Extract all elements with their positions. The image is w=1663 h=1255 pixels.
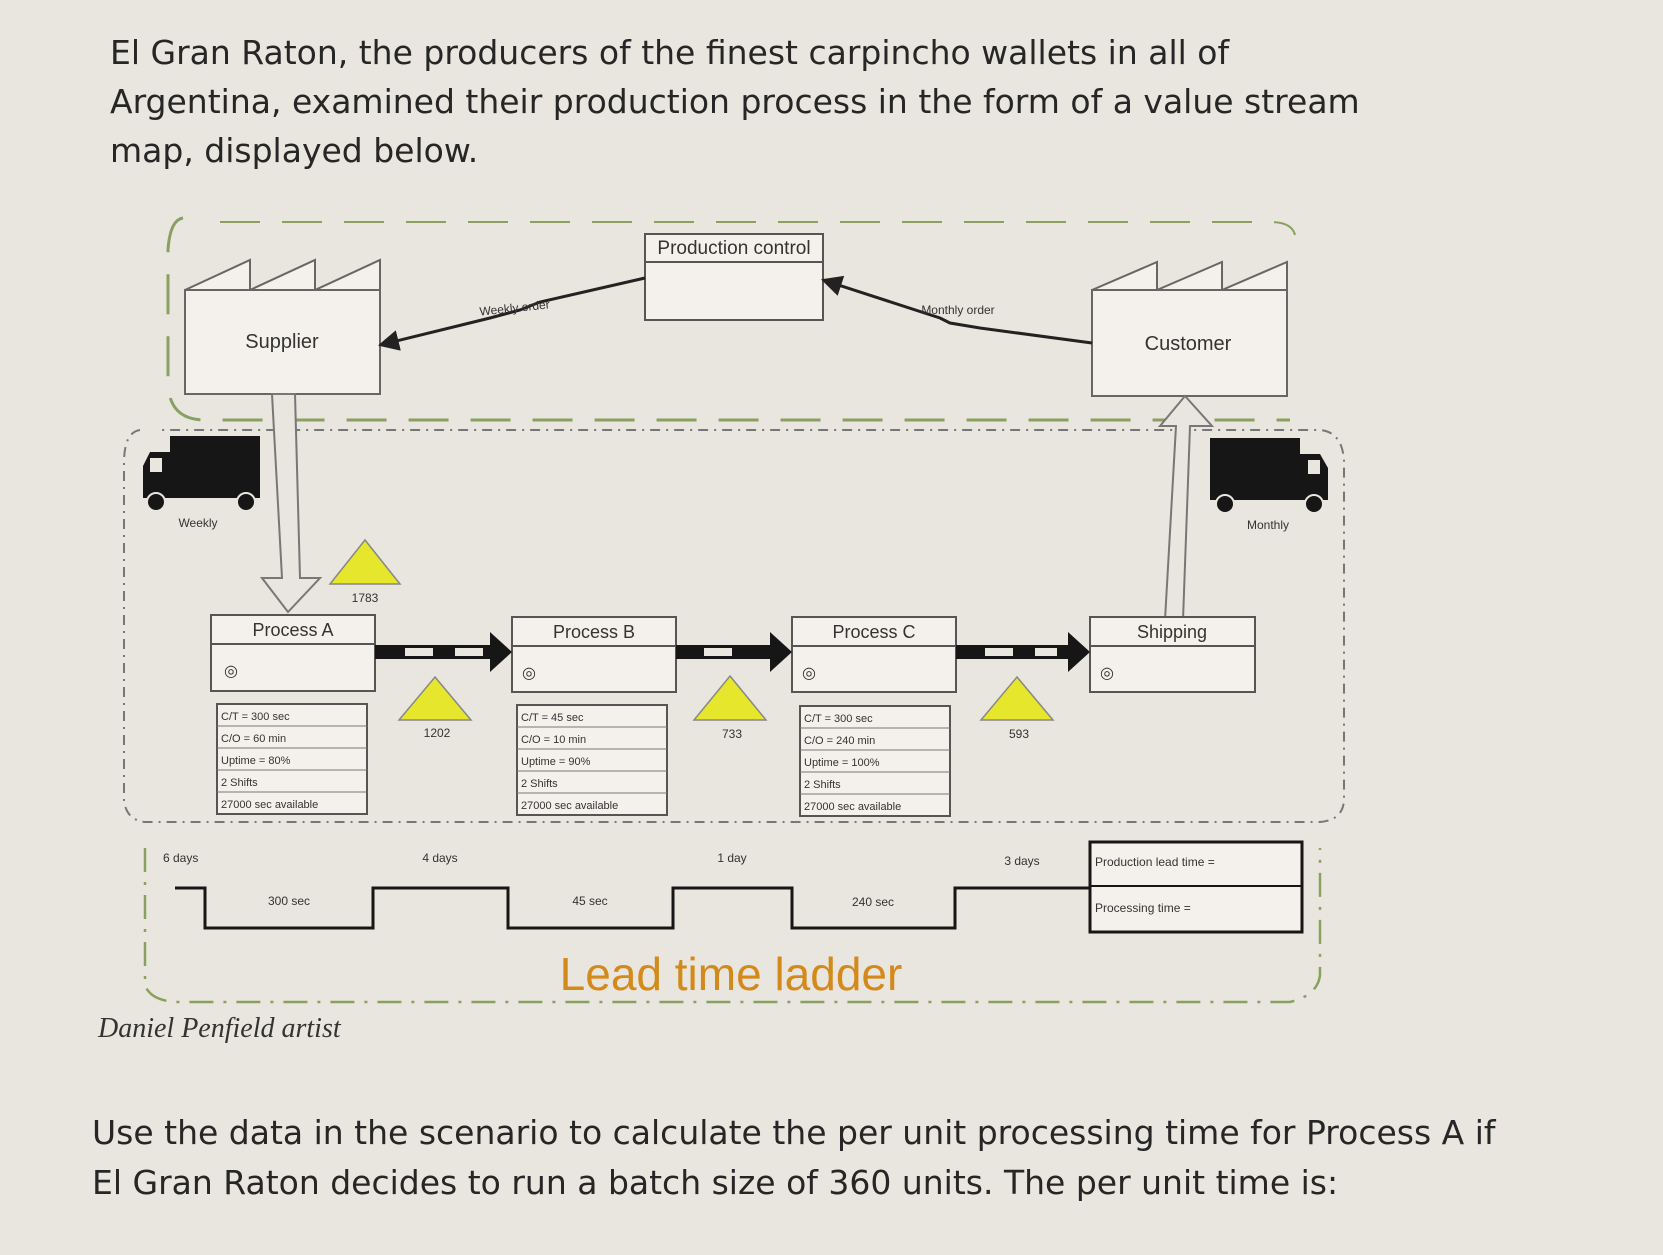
- process-a-ct: C/T = 300 sec: [221, 711, 290, 723]
- process-c-box: Process C ◎: [791, 616, 957, 693]
- truck-left-icon: Weekly: [143, 436, 260, 530]
- process-b-uptime: Uptime = 90%: [521, 756, 591, 768]
- ladder-boundary: [143, 848, 1322, 1004]
- material-flow-boundary: [123, 429, 1345, 823]
- supplier-label: Supplier: [245, 331, 319, 353]
- process-c-data-box: C/T = 300 sec C/O = 240 min Uptime = 100…: [799, 705, 951, 817]
- production-control-box: [644, 233, 824, 321]
- operator-icon: ◎: [1100, 665, 1114, 682]
- inventory-triangle-bc: 733: [692, 674, 768, 741]
- inventory-bc-count: 733: [722, 727, 742, 741]
- process-c-uptime: Uptime = 100%: [804, 757, 880, 769]
- push-arrow-b-c: [676, 632, 792, 672]
- production-lead-time-label: Production lead time =: [1095, 855, 1215, 869]
- process-a-data-box: C/T = 300 sec C/O = 60 min Uptime = 80% …: [216, 703, 368, 815]
- info-flow-boundary: [166, 216, 1290, 422]
- shipping-box: Shipping ◎: [1089, 616, 1256, 693]
- artist-credit: Daniel Penfield artist: [98, 1013, 341, 1044]
- truck-right-icon: Monthly: [1210, 438, 1328, 532]
- processing-time-label: Processing time =: [1095, 901, 1191, 915]
- ladder-wait-1: 6 days: [163, 851, 198, 865]
- ladder-wait-3: 1 day: [717, 851, 746, 865]
- monthly-order-arrow: Monthly order: [821, 275, 1093, 345]
- lead-time-ladder: [175, 886, 1090, 930]
- operator-icon: ◎: [802, 665, 816, 682]
- ladder-process-1: 300 sec: [268, 894, 310, 908]
- process-b-ct: C/T = 45 sec: [521, 712, 584, 724]
- customer-label: Customer: [1145, 333, 1232, 355]
- process-a-shifts: 2 Shifts: [221, 777, 258, 789]
- push-arrow-a-b: [375, 632, 512, 672]
- customer-shipment-arrow: [1157, 394, 1215, 621]
- inventory-triangle-c-shipping: 593: [979, 675, 1055, 741]
- inventory-ab-count: 1202: [424, 726, 451, 740]
- ladder-wait-2: 4 days: [422, 851, 457, 865]
- supplier-shipment-arrow: [259, 393, 323, 614]
- process-c-co: C/O = 240 min: [804, 735, 875, 747]
- push-arrow-c-shipping: [956, 632, 1090, 672]
- truck-left-label: Weekly: [178, 516, 217, 530]
- question-text: Use the data in the scenario to calculat…: [92, 1113, 1496, 1202]
- process-b-co: C/O = 10 min: [521, 734, 586, 746]
- lead-time-summary-box: Production lead time = Processing time =: [1088, 840, 1304, 934]
- process-a-box: Process A ◎: [210, 614, 376, 692]
- process-b-shifts: 2 Shifts: [521, 778, 558, 790]
- truck-right-label: Monthly: [1247, 518, 1289, 532]
- lead-time-ladder-title: Lead time ladder: [560, 948, 903, 1000]
- process-a-label: Process A: [252, 620, 333, 640]
- ladder-wait-4: 3 days: [1004, 854, 1039, 868]
- operator-icon: ◎: [224, 663, 238, 680]
- ladder-process-3: 240 sec: [852, 895, 894, 909]
- customer-factory: Customer: [1091, 260, 1288, 397]
- process-c-label: Process C: [832, 622, 915, 642]
- process-b-available: 27000 sec available: [521, 800, 618, 812]
- process-b-data-box: C/T = 45 sec C/O = 10 min Uptime = 90% 2…: [516, 704, 668, 816]
- inventory-supplier-count: 1783: [352, 591, 379, 605]
- process-c-available: 27000 sec available: [804, 801, 901, 813]
- ladder-process-2: 45 sec: [572, 894, 607, 908]
- production-control-label: Production control: [657, 238, 810, 259]
- supplier-factory: Supplier: [184, 258, 381, 395]
- process-a-co: C/O = 60 min: [221, 733, 286, 745]
- process-c-ct: C/T = 300 sec: [804, 713, 873, 725]
- inventory-triangle-supplier: 1783: [328, 538, 402, 605]
- intro-text: El Gran Raton, the producers of the fine…: [110, 33, 1360, 170]
- inventory-c-shipping-count: 593: [1009, 727, 1029, 741]
- process-a-uptime: Uptime = 80%: [221, 755, 291, 767]
- operator-icon: ◎: [522, 665, 536, 682]
- weekly-order-label: Weekly order: [479, 297, 551, 318]
- process-c-shifts: 2 Shifts: [804, 779, 841, 791]
- process-a-available: 27000 sec available: [221, 799, 318, 811]
- weekly-order-arrow: Weekly order: [377, 276, 646, 351]
- info-flow-boundary-top: [220, 221, 1296, 236]
- process-b-box: Process B ◎: [511, 616, 677, 693]
- inventory-triangle-ab: 1202: [397, 675, 473, 740]
- shipping-label: Shipping: [1137, 622, 1207, 642]
- process-b-label: Process B: [553, 622, 635, 642]
- monthly-order-label: Monthly order: [921, 303, 994, 317]
